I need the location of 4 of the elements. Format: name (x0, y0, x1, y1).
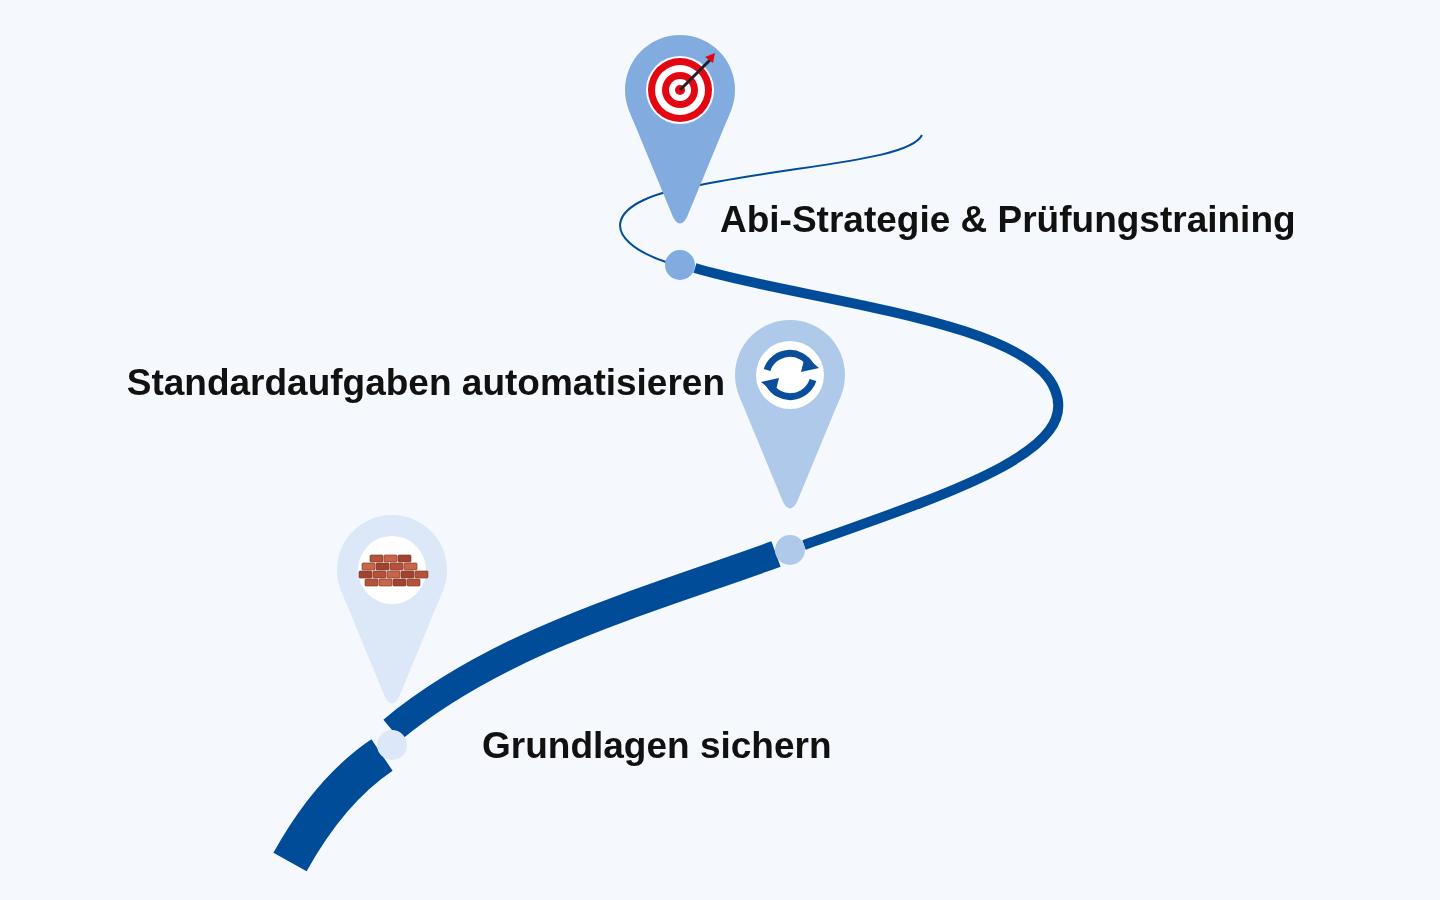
milestone-label: Standardaufgaben automatisieren (126, 361, 725, 405)
milestone-label: Abi-Strategie & Prüfungstraining (720, 198, 1296, 242)
milestone-label: Grundlagen sichern (482, 724, 832, 768)
road-path (693, 263, 1063, 550)
